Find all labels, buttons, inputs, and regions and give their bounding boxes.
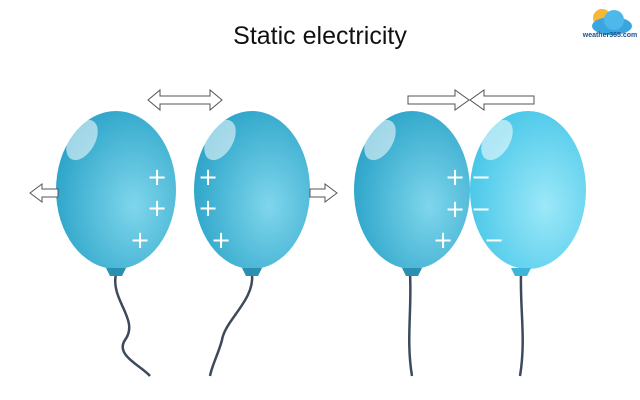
balloon-string [208, 273, 254, 377]
balloon-3 [354, 111, 470, 276]
minus-charge: − [471, 195, 491, 223]
arrow-left-icon [469, 89, 535, 111]
page-title: Static electricity [233, 22, 407, 50]
balloon-1 [56, 111, 176, 276]
double-arrow-icon [147, 88, 223, 112]
minus-charge: − [484, 226, 504, 254]
plus-charge: + [445, 163, 465, 191]
plus-charge: + [198, 194, 218, 222]
arrow-right-icon [309, 183, 338, 203]
balloon-string [408, 273, 414, 377]
balloon-4 [470, 111, 586, 276]
weather-logo-icon [592, 9, 632, 35]
plus-charge: + [130, 226, 150, 254]
balloon-string [113, 273, 151, 377]
plus-charge: + [198, 163, 218, 191]
plus-charge: + [211, 226, 231, 254]
plus-charge: + [147, 163, 167, 191]
plus-charge: + [147, 194, 167, 222]
minus-charge: − [471, 163, 491, 191]
arrow-right-icon [407, 89, 470, 111]
logo-text: weather365.com [582, 32, 638, 39]
balloon-string [518, 273, 524, 377]
balloon-2 [194, 111, 310, 276]
plus-charge: + [445, 195, 465, 223]
plus-charge: + [433, 226, 453, 254]
arrow-left-icon [29, 183, 59, 203]
